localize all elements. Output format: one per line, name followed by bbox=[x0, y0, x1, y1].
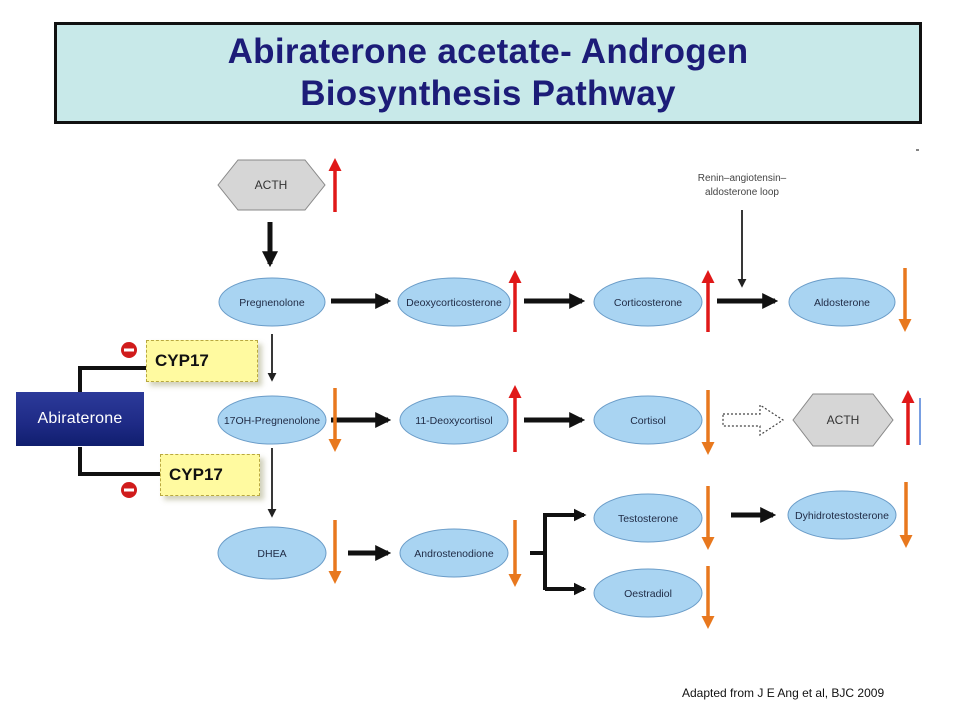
svg-text:Deoxycorticosterone: Deoxycorticosterone bbox=[406, 297, 502, 309]
title-line-1: Abiraterone acetate- Androgen bbox=[227, 32, 749, 71]
acth-top-hexagon: ACTH bbox=[217, 159, 326, 211]
abiraterone-box: Abiraterone bbox=[16, 392, 144, 446]
svg-text:Oestradiol: Oestradiol bbox=[624, 588, 672, 600]
deoxycorticosterone-up-arrow bbox=[508, 270, 522, 332]
hydroxypregnenolone-down-arrow bbox=[328, 388, 342, 452]
corticosterone-node: Corticosterone bbox=[593, 277, 703, 327]
source-credit: Adapted from J E Ang et al, BJC 2009 bbox=[682, 686, 885, 700]
cyp17-upper-box: CYP17 bbox=[146, 340, 258, 382]
cyp17-lower-box: CYP17 bbox=[160, 454, 260, 496]
svg-text:Aldosterone: Aldosterone bbox=[814, 297, 870, 309]
deoxycorticosterone-node: Deoxycorticosterone bbox=[397, 277, 511, 327]
acth-right-hexagon: ACTH bbox=[792, 393, 894, 447]
svg-text:ACTH: ACTH bbox=[827, 413, 860, 427]
inhibition-connectors bbox=[78, 366, 164, 476]
androstenedione-down-arrow bbox=[508, 520, 522, 587]
svg-text:DHEA: DHEA bbox=[257, 548, 286, 560]
17oh-pregnenolone-node: 17OH-Pregnenolone bbox=[217, 395, 327, 445]
level-change-arrows bbox=[328, 158, 915, 629]
deoxycortisol-node: 11-Deoxycortisol bbox=[399, 395, 509, 445]
svg-text:Cortisol: Cortisol bbox=[630, 415, 666, 427]
cortisol-feedback-arrow bbox=[722, 403, 785, 437]
svg-text:Dyhidrotestosterone: Dyhidrotestosterone bbox=[795, 510, 889, 522]
title-banner: Abiraterone acetate- Androgen Biosynthes… bbox=[54, 22, 922, 124]
oestradiol-down-arrow bbox=[701, 566, 715, 629]
renin-loop-label-2: aldosterone loop bbox=[705, 187, 779, 198]
dhea-down-arrow bbox=[328, 520, 342, 584]
title-line-2: Biosynthesis Pathway bbox=[300, 74, 676, 113]
deoxycortisol-up-arrow bbox=[508, 385, 522, 452]
acth-top-up-arrow bbox=[328, 158, 342, 212]
svg-text:Androstenodione: Androstenodione bbox=[414, 548, 494, 560]
dihydrotestosterone-down-arrow bbox=[899, 482, 913, 548]
androstenedione-node: Androstenodione bbox=[399, 528, 509, 578]
svg-text:17OH-Pregnenolone: 17OH-Pregnenolone bbox=[224, 415, 320, 427]
cortisol-node: Cortisol bbox=[593, 395, 703, 445]
acth-top-label: ACTH bbox=[255, 178, 288, 192]
corticosterone-up-arrow bbox=[701, 270, 715, 332]
dihydrotestosterone-node: Dyhidrotestosterone bbox=[787, 490, 897, 540]
pregnenolone-node: Pregnenolone bbox=[218, 277, 326, 327]
acth-right-up-arrow bbox=[901, 390, 915, 445]
oestradiol-node: Oestradiol bbox=[593, 568, 703, 618]
svg-text:Pregnenolone: Pregnenolone bbox=[239, 297, 305, 309]
renin-loop-label-1: Renin–angiotensin– bbox=[698, 173, 787, 184]
aldosterone-node: Aldosterone bbox=[788, 277, 896, 327]
dhea-node: DHEA bbox=[217, 526, 327, 580]
svg-text:11-Deoxycortisol: 11-Deoxycortisol bbox=[415, 415, 492, 427]
testosterone-node: Testosterone bbox=[593, 493, 703, 543]
testosterone-down-arrow bbox=[701, 486, 715, 550]
cortisol-down-arrow bbox=[701, 390, 715, 455]
androstenedione-branch bbox=[530, 513, 582, 590]
svg-text:Testosterone: Testosterone bbox=[618, 513, 678, 525]
svg-text:Corticosterone: Corticosterone bbox=[614, 297, 682, 309]
aldosterone-down-arrow bbox=[898, 268, 912, 332]
